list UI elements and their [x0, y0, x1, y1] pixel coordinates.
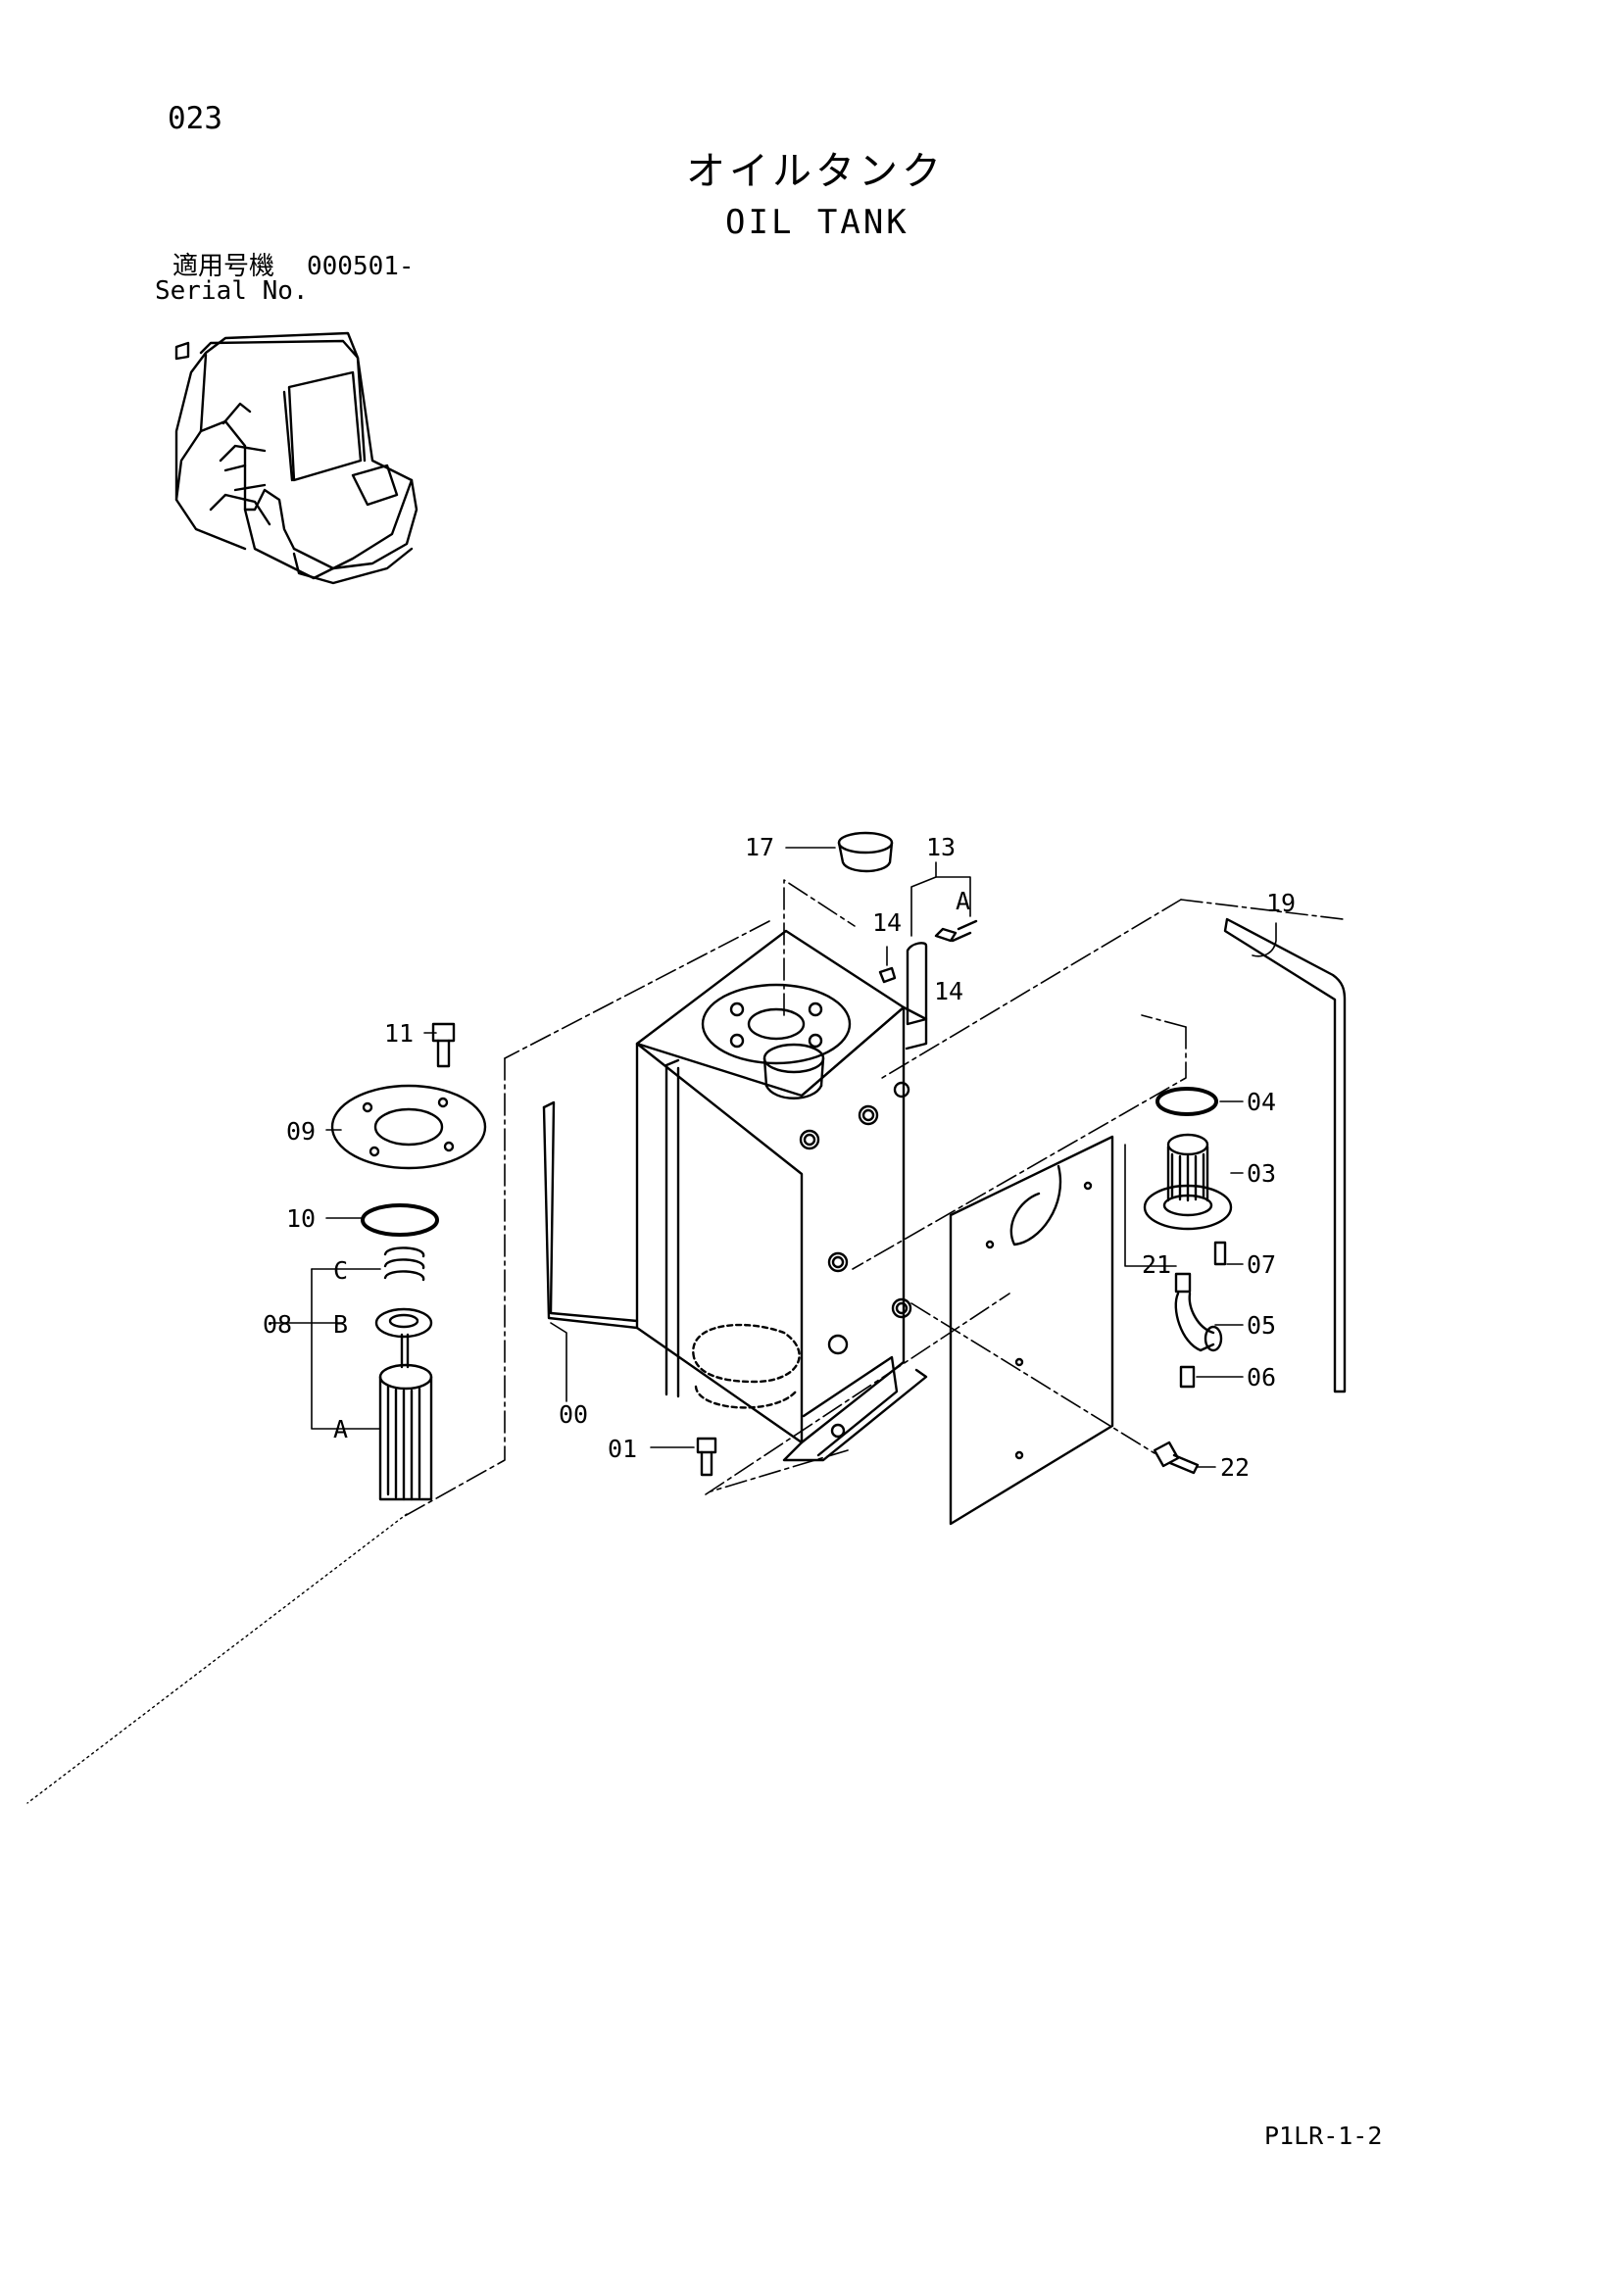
- callout-13: 13: [926, 833, 956, 861]
- page-title-japanese: オイルタンク: [686, 149, 945, 194]
- callout-00: 00: [559, 1400, 588, 1429]
- callout-21: 21: [1142, 1250, 1171, 1279]
- callout-a-element: A: [333, 1415, 348, 1443]
- cover-plate: [949, 1135, 1114, 1526]
- page-code: P1LR-1-2: [1264, 2122, 1383, 2150]
- callout-leader-lines: [269, 847, 1277, 1468]
- return-filter-assembly: [26, 1022, 487, 1804]
- mounting-bolts: [696, 1437, 1200, 1477]
- callout-01: 01: [608, 1435, 637, 1463]
- breather-hose: [1223, 917, 1347, 1393]
- suction-filter-assembly: [1143, 1087, 1233, 1389]
- callout-09: 09: [286, 1117, 316, 1146]
- callout-03: 03: [1247, 1159, 1276, 1188]
- tank-top-flange: [701, 983, 928, 1099]
- assembly-guide-lines: [404, 879, 1344, 1517]
- oil-tank-body: [542, 929, 928, 1462]
- callout-11: 11: [384, 1019, 414, 1048]
- callout-labels: 17 13 A 14 14 19 11 09 10 C B 08 A 00 01…: [263, 833, 1296, 1482]
- page-title: OIL TANK: [725, 203, 909, 242]
- callout-14: 14: [872, 908, 902, 937]
- callout-17: 17: [745, 833, 774, 861]
- callout-05: 05: [1247, 1311, 1276, 1340]
- machine-thumbnail: [174, 331, 418, 585]
- page-number: 023: [168, 101, 222, 136]
- filler-cap-and-bracket: [837, 831, 978, 1026]
- callout-14-lower: 14: [934, 977, 963, 1005]
- callout-06: 06: [1247, 1363, 1276, 1392]
- callout-19: 19: [1266, 889, 1296, 917]
- serial-label-japanese: 適用号機: [172, 252, 275, 281]
- callout-04: 04: [1247, 1088, 1276, 1116]
- callout-10: 10: [286, 1204, 316, 1233]
- serial-range: 000501-: [307, 252, 415, 281]
- callout-22: 22: [1220, 1453, 1250, 1482]
- callout-a-bolt: A: [956, 887, 970, 915]
- callout-07: 07: [1247, 1250, 1276, 1279]
- serial-label: Serial No.: [155, 276, 309, 306]
- callout-c-spring: C: [333, 1256, 348, 1285]
- callout-08: 08: [263, 1310, 292, 1339]
- callout-b-valve: B: [333, 1310, 348, 1339]
